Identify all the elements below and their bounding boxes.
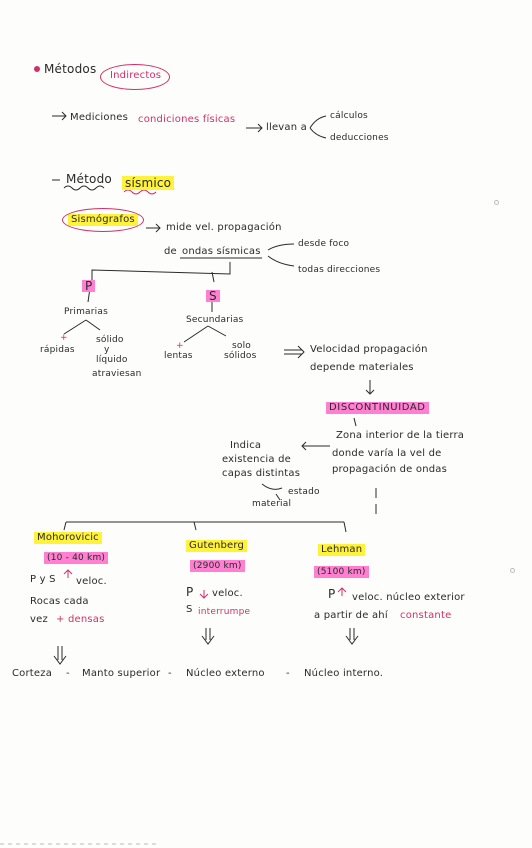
- seismographs-oval: [62, 208, 144, 232]
- layer-outer-core: Núcleo externo: [186, 668, 265, 679]
- deductions: deducciones: [330, 133, 389, 143]
- lehman-name: Lehman: [318, 544, 366, 556]
- moho-name: Mohorovicic: [34, 532, 102, 544]
- margin-dot: [510, 568, 515, 573]
- layer-sep-3: -: [286, 668, 290, 679]
- seismic-waves: ondas sísmicas: [182, 246, 261, 257]
- measurements-label: Mediciones: [70, 112, 129, 123]
- s-plus: +: [176, 341, 184, 351]
- indicates-3: capas distintas: [222, 468, 301, 479]
- title-methods: Métodos: [44, 62, 97, 76]
- p-wave-letter: P: [82, 280, 96, 292]
- p-plus: +: [60, 333, 68, 343]
- moho-line-3a: vez: [30, 614, 48, 625]
- lehman-depth: (5100 km): [314, 566, 369, 578]
- layer-sep-2: -: [168, 668, 172, 679]
- p-faster: rápidas: [40, 345, 75, 355]
- velocity-line-2: depende materiales: [310, 362, 414, 373]
- moho-line-1b: veloc.: [76, 576, 107, 587]
- p-media-and: y: [104, 345, 110, 355]
- material-label: material: [252, 499, 292, 509]
- margin-dot: [494, 200, 499, 205]
- all-directions: todas direcciones: [298, 265, 381, 275]
- gutenberg-line-2a: S: [186, 604, 193, 615]
- lehman-line-2a: a partir de ahí: [314, 610, 388, 621]
- s-wave-name: Secundarias: [186, 315, 244, 325]
- discontinuity-label: DISCONTINUIDAD: [326, 402, 429, 414]
- moho-line-1a: P y S: [30, 574, 56, 585]
- seismic-label: sísmico: [122, 176, 175, 190]
- state-label: estado: [288, 487, 320, 497]
- s-wave-letter: S: [206, 290, 220, 302]
- velocity-line-1: Velocidad propagación: [310, 344, 428, 355]
- discontinuity-def-2: donde varía la vel de: [332, 448, 442, 459]
- gutenberg-line-1a: P: [186, 585, 194, 599]
- moho-line-2: Rocas cada: [30, 596, 89, 607]
- method-label: Método: [66, 172, 112, 186]
- lead-to: llevan a: [266, 122, 307, 133]
- gutenberg-line-1b: veloc.: [212, 588, 243, 599]
- layer-inner-core: Núcleo interno.: [304, 668, 384, 679]
- s-solids: sólidos: [224, 351, 257, 361]
- title-indirect: Indirectos: [110, 70, 162, 81]
- measure-velocity: mide vel. propagación: [166, 222, 282, 233]
- discontinuity-def-3: propagación de ondas: [332, 464, 448, 475]
- indicates-2: existencia de: [222, 454, 291, 465]
- gutenberg-name: Gutenberg: [186, 540, 248, 552]
- moho-line-3b: + densas: [56, 614, 105, 625]
- indirect-oval: [100, 64, 170, 90]
- calculations: cálculos: [330, 111, 368, 121]
- p-media-solid: sólido: [96, 335, 124, 345]
- p-media-liquid: líquido: [96, 355, 128, 365]
- layer-crust: Corteza: [12, 668, 53, 679]
- of-prefix: de: [164, 246, 177, 257]
- p-wave-name: Primarias: [64, 307, 108, 317]
- indicates-1: Indica: [230, 440, 262, 451]
- layer-sep-1: -: [66, 668, 70, 679]
- physical-conditions: condiciones físicas: [138, 114, 236, 125]
- lehman-line-2b: constante: [400, 610, 452, 621]
- s-only: solo: [232, 341, 252, 351]
- bullet-dot: [34, 66, 40, 72]
- gutenberg-depth: (2900 km): [190, 560, 245, 572]
- discontinuity-def-1: Zona interior de la tierra: [336, 430, 465, 441]
- p-media-cross: atraviesan: [92, 369, 142, 379]
- from-focus: desde foco: [298, 239, 350, 249]
- gutenberg-line-2b: interrumpe: [198, 607, 251, 617]
- moho-depth: (10 - 40 km): [44, 552, 109, 564]
- lehman-line-1a: P: [328, 587, 336, 601]
- lehman-line-1b: veloc. núcleo exterior: [352, 592, 465, 603]
- layer-upper-mantle: Manto superior: [82, 668, 161, 679]
- s-slower: lentas: [164, 351, 193, 361]
